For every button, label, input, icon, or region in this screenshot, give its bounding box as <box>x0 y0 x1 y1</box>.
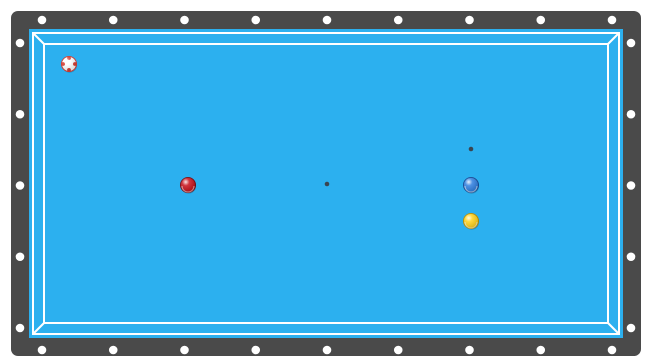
diamond-bottom-4 <box>251 346 260 355</box>
diamond-top-7 <box>465 16 474 25</box>
diamond-bottom-7 <box>465 346 474 355</box>
diamond-top-6 <box>394 16 403 25</box>
diamond-top-9 <box>608 16 617 25</box>
diamond-top-1 <box>38 16 47 25</box>
diamond-bottom-6 <box>394 346 403 355</box>
diamond-bottom-1 <box>38 346 47 355</box>
diamond-top-8 <box>536 16 545 25</box>
diamond-bottom-9 <box>608 346 617 355</box>
diamond-right-4 <box>627 252 636 261</box>
diamond-left-4 <box>16 252 25 261</box>
diamond-top-5 <box>323 16 332 25</box>
diamond-bottom-2 <box>109 346 118 355</box>
diamond-left-1 <box>16 39 25 48</box>
diamond-left-3 <box>16 181 25 190</box>
diamond-top-4 <box>251 16 260 25</box>
center-spot <box>325 182 330 187</box>
diamond-right-3 <box>627 181 636 190</box>
diamond-right-5 <box>627 324 636 333</box>
diamond-top-3 <box>180 16 189 25</box>
diamond-bottom-5 <box>323 346 332 355</box>
diamond-left-5 <box>16 324 25 333</box>
diamond-right-1 <box>627 39 636 48</box>
diamond-top-2 <box>109 16 118 25</box>
diamond-bottom-3 <box>180 346 189 355</box>
diamond-left-2 <box>16 110 25 119</box>
diamond-bottom-8 <box>536 346 545 355</box>
upper-right-spot <box>469 147 474 152</box>
diamond-right-2 <box>627 110 636 119</box>
